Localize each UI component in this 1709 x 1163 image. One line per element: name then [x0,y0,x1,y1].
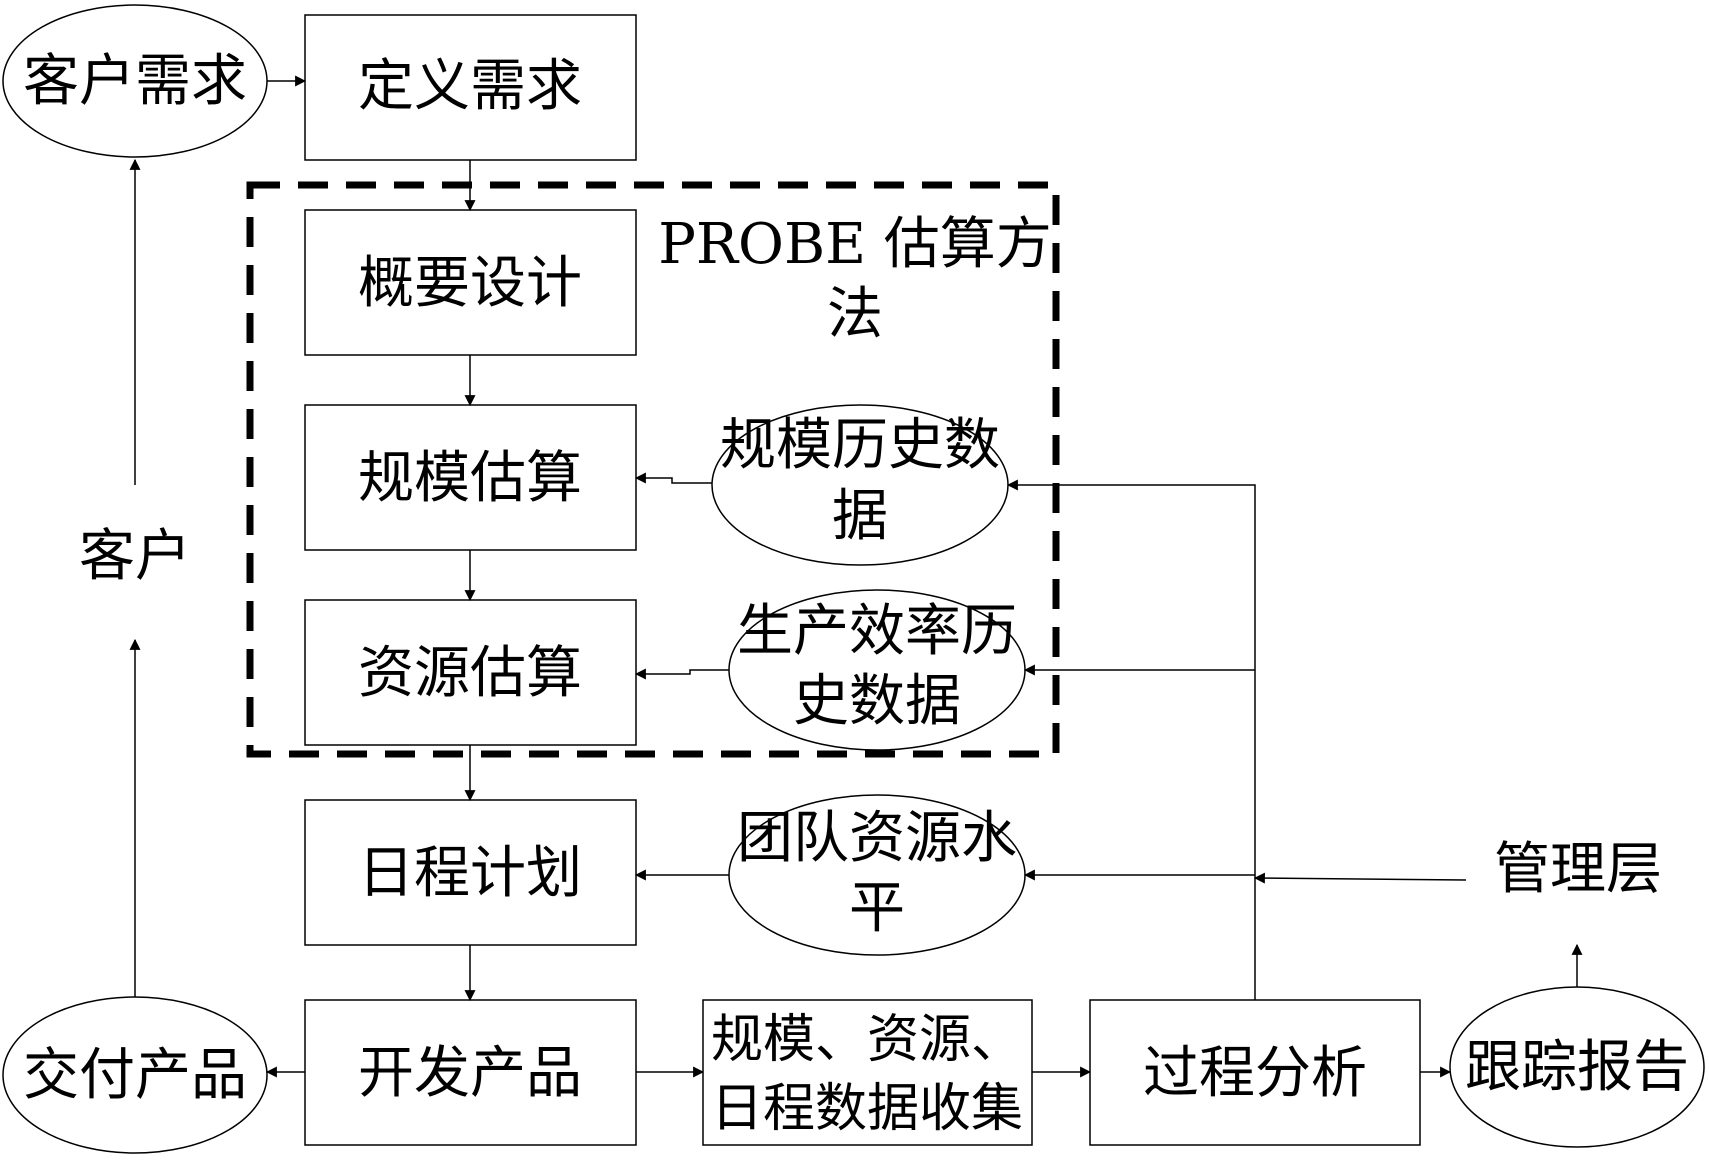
productivity-history-ellipse: 生产效率历 史数据 [728,589,1026,751]
define-requirements-label: 定义需求 [358,54,582,119]
productivity-history-label-line1: 生产效率历 [737,599,1017,664]
connectors [129,75,1583,1078]
deliver-product-label: 交付产品 [23,1043,247,1108]
tracking-report-ellipse: 跟踪报告 [1449,986,1705,1148]
data-collection-label-line1: 规模、资源、 [711,1010,1023,1070]
tracking-report-label: 跟踪报告 [1465,1035,1689,1100]
process-analysis-label: 过程分析 [1143,1041,1367,1106]
size-history-label-line1: 规模历史数 [720,413,1000,478]
team-resource-level-label-line1: 团队资源水 [737,806,1017,871]
arrow-management-to-analysis [1253,872,1467,884]
customer-need-ellipse: 客户需求 [2,4,268,158]
size-estimation-box: 规模估算 [304,404,637,551]
team-resource-level-label-line2: 平 [849,876,905,941]
develop-product-box: 开发产品 [304,999,637,1146]
schedule-plan-label: 日程计划 [358,841,582,906]
arrow-prodhist-to-resource [634,668,729,680]
size-history-ellipse: 规模历史数 据 [711,404,1009,566]
define-requirements-box: 定义需求 [304,14,637,161]
management-label: 管理层 [1494,837,1662,902]
data-collection-label-line2: 日程数据收集 [711,1079,1023,1139]
resource-estimation-label: 资源估算 [358,641,582,706]
customer-label: 客户 [79,524,191,589]
deliver-product-ellipse: 交付产品 [2,996,268,1154]
size-estimation-label: 规模估算 [358,446,582,511]
process-analysis-box: 过程分析 [1089,999,1421,1146]
schedule-plan-box: 日程计划 [304,799,637,946]
outline-design-box: 概要设计 [304,209,637,356]
team-resource-level-ellipse: 团队资源水 平 [728,794,1026,956]
probe-boundary [246,181,1060,758]
customer-need-label: 客户需求 [23,49,247,114]
outline-design-label: 概要设计 [358,251,582,316]
resource-estimation-box: 资源估算 [304,599,637,746]
develop-product-label: 开发产品 [358,1041,582,1106]
arrow-analysis-to-sizehist [1006,479,1256,1000]
productivity-history-label-line2: 史数据 [793,669,961,734]
size-history-label-line2: 据 [832,484,888,549]
data-collection-box: 规模、资源、 日程数据收集 [702,999,1033,1146]
probe-label-line2: 法 [827,282,883,347]
arrow-sizehist-to-size [634,472,712,484]
probe-label-line1: PROBE 估算方 [658,212,1052,277]
